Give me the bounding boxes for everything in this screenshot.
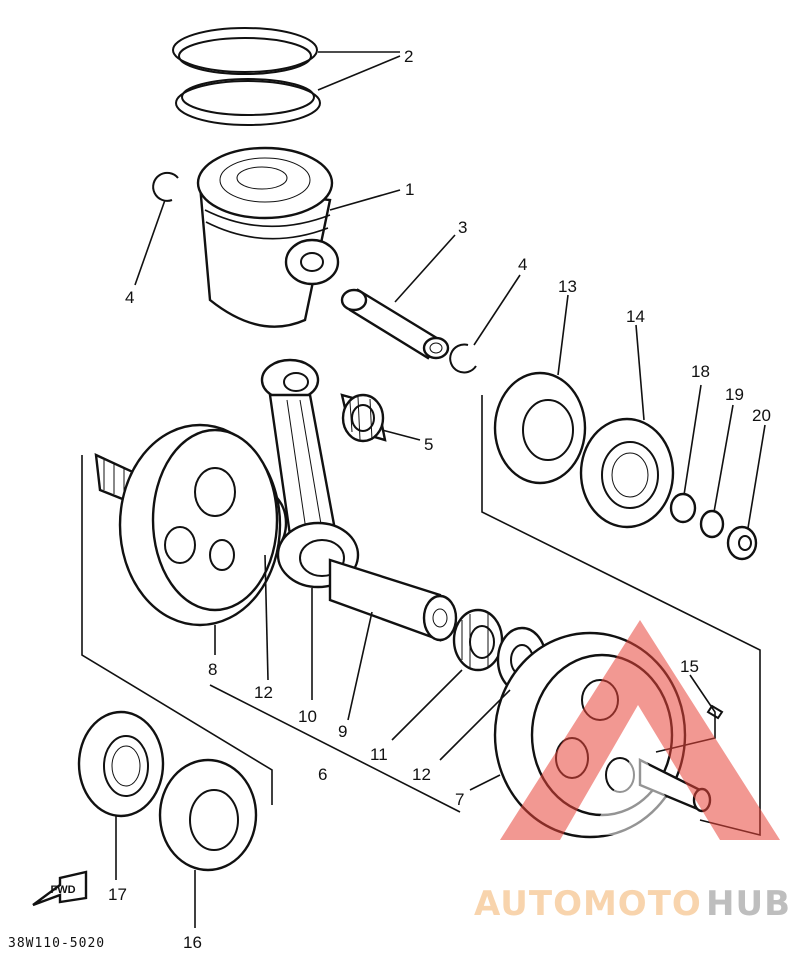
brand-part1: AUTOMOTO	[474, 884, 702, 924]
callout-4-right: 4	[518, 255, 527, 274]
circlip-right	[449, 343, 477, 374]
callout-15: 15	[680, 657, 699, 676]
piston-rings	[172, 27, 321, 126]
washer-18	[669, 492, 697, 524]
callout-1: 1	[405, 180, 414, 199]
forward-direction-arrow: FWD	[32, 870, 88, 907]
circlip-left	[152, 171, 179, 202]
callout-14: 14	[626, 307, 645, 326]
circlip-19	[699, 509, 725, 539]
callout-17: 17	[108, 885, 127, 904]
oil-seal-17	[77, 710, 165, 818]
callout-9: 9	[338, 722, 347, 741]
callout-6: 6	[318, 765, 327, 784]
piston	[196, 146, 340, 328]
callout-16: 16	[183, 933, 202, 952]
drawing-code: 38W110-5020	[8, 936, 105, 951]
bearing-16	[158, 758, 258, 872]
bearing-13	[493, 371, 587, 485]
callout-13: 13	[558, 277, 577, 296]
callout-12-right: 12	[412, 765, 431, 784]
callout-20: 20	[752, 406, 771, 425]
oil-seal-14	[579, 417, 675, 529]
callout-2: 2	[404, 47, 413, 66]
callout-4-left: 4	[125, 288, 134, 307]
brand-part2: HUB	[706, 884, 791, 924]
crankshaft-half-left	[94, 423, 282, 627]
callout-numbers: 2 1 3 4 4 5 13 14 18 19 20 15 8 12 10 9 …	[108, 47, 771, 952]
callout-18: 18	[691, 362, 710, 381]
fwd-label: FWD	[50, 884, 75, 896]
automotohub-logo-watermark: AUTOMOTO HUB	[474, 620, 791, 924]
callout-11: 11	[370, 745, 388, 764]
callout-12-left: 12	[254, 683, 273, 702]
piston-pin	[340, 288, 450, 360]
callout-10: 10	[298, 707, 317, 726]
nut-20	[726, 525, 758, 561]
big-end-bearing	[452, 608, 504, 672]
woodruff-key-15	[706, 704, 724, 720]
callout-5: 5	[424, 435, 433, 454]
small-end-bearing	[340, 393, 387, 443]
callout-3: 3	[458, 218, 467, 237]
callout-8: 8	[208, 660, 217, 679]
callout-7: 7	[455, 790, 464, 809]
callout-19: 19	[725, 385, 744, 404]
crank-pin	[328, 558, 458, 642]
